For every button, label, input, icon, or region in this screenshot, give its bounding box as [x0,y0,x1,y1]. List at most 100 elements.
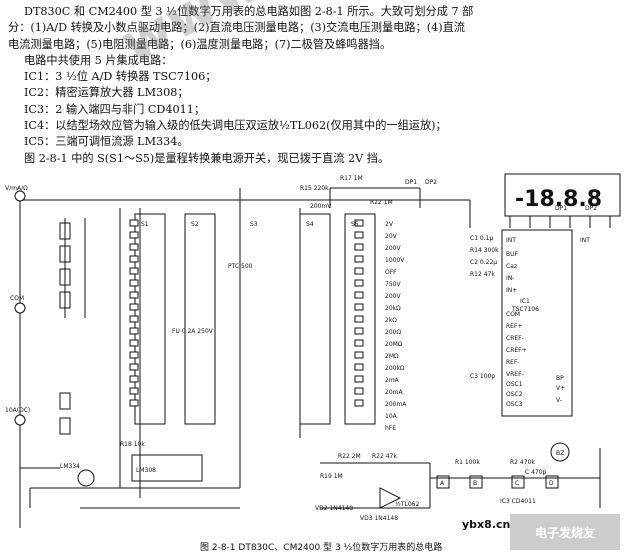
ic1-pin-bp: BP [556,375,564,382]
label-fuse: FU 0.2A 250V [172,328,214,335]
ic3-part: IC3 CD4011 [500,498,536,505]
input-10a-dc: 10A(DC) [5,407,30,414]
range-label-2v: 2V [385,221,394,228]
ic1-name: IC1 [520,298,530,305]
switch-s4-label: S4 [306,221,314,228]
ic1-pin-int: INT [580,237,590,244]
site-logo: 电子发烧友 [510,514,620,550]
label-r22-1m: R22 1M [370,199,393,206]
ic1-pin-ref-minus: REF- [506,359,520,366]
range-label-2ma: 2mA [385,377,400,384]
ic1-pin-ref-plus: REF+ [506,323,522,330]
label-r12: R12 47k [470,271,495,278]
lcd-display [504,173,621,217]
paragraph-1-line-1: DT830C 和 CM2400 型 3 ½位数字万用表的总电路如图 2-8-1 … [24,5,474,18]
circuit-schematic: -18.8.8 DP1 DP2 IC1 TSC7106 LM308 IC3 CD… [5,173,621,528]
label-vd3: VD3 1N4148 [360,515,398,522]
label-r15: R15 220k [300,185,329,192]
ic1-pin-vref-minus: VREF- [506,371,524,378]
ic2-lm308 [131,454,203,482]
ic1-pin-osc1: OSC1 [506,381,523,388]
label-gate-d: D [549,480,554,487]
paragraph-1-line-2: 分：(1)A/D 转换及小数点驱动电路；(2)直流电压测量电路；(3)交流电压测… [8,21,465,35]
ic2-description: IC2：精密运算放大器 LM308； [24,86,189,100]
label-c1: C1 0.1μ [470,235,493,242]
range-label-750v: 750V [385,281,401,288]
range-label-off: OFF [385,269,397,276]
switch-s5-bank [344,213,376,425]
range-label-200v-ac: 200V [385,293,401,300]
range-label-hfe: hFE [385,425,396,432]
label-c-470p: C 470p [525,469,547,476]
ic1-pin-int-label: INT [506,237,516,244]
paragraph-1-line-3: 电流测量电路；(5)电阻测量电路；(6)温度测量电路；(7)二极管及蜂鸣器挡。 [8,37,392,51]
ic1-pin-in-plus: IN+ [506,287,517,294]
label-r19: R19 1M [320,473,343,480]
label-vd2: VD2 1N4148 [315,505,353,512]
label-r2: R2 470k [510,459,535,466]
paragraph-2: 电路中共使用 5 片集成电路： [24,53,173,67]
label-dp2: DP2 [425,179,437,186]
display-dp2-label: DP2 [585,205,597,212]
switch-s2-label: S2 [191,221,199,228]
label-r14: R14 300k [470,247,499,254]
ic1-pin-caz: Caz [506,263,517,270]
ic2-part: LM308 [136,467,156,474]
ic1-pin-in-minus: IN- [506,275,514,282]
range-label-1000v: 1000V [385,257,405,264]
range-label-200v: 200V [385,245,401,252]
range-label-20kohm: 20kΩ [385,305,401,312]
label-r18: R18 10k [120,441,145,448]
range-label-20mohm: 20MΩ [385,341,403,348]
ic1-pin-cref-plus: CREF+ [506,347,527,354]
label-r1: R1 100k [455,459,480,466]
ic1-description: IC1：3 ½位 A/D 转换器 TSC7106； [24,70,217,84]
ic1-tsc7106 [501,229,573,417]
ic5-part: LM334 [60,463,80,470]
ic1-pin-com: COM [506,311,520,318]
site-text: ybx8.cn [462,518,511,531]
range-label-2kohm: 2kΩ [385,317,397,324]
range-label-200mv: 200mV [310,203,332,210]
switch-s1-label: S1 [141,221,149,228]
label-dp1: DP1 [405,179,417,186]
label-r17: R17 1M [340,175,363,182]
label-r22-47k: R22 47k [372,453,397,460]
range-label-200ma: 200mA [385,401,407,408]
display-reading: -18.8.8 [515,187,602,212]
ic4-part: ½TL062 [395,501,419,508]
label-gate-a: A [440,480,445,487]
switch-s4-bank [299,213,331,425]
body-text: DT830C 和 CM2400 型 3 ½位数字万用表的总电路如图 2-8-1 … [8,4,620,167]
range-label-20ma: 20mA [385,389,403,396]
switch-s2-bank [184,213,216,425]
label-gate-c: C [515,480,519,487]
input-vma-ohm: V/mA/Ω [5,185,28,192]
label-bz: BZ [556,450,564,457]
label-gate-b: B [473,480,477,487]
range-label-10a: 10A [385,413,398,420]
ic5-description: IC5：三端可调恒流源 LM334。 [24,135,189,149]
range-label-200ohm: 200Ω [385,329,401,336]
switch-s5-label: S5 [351,221,359,228]
buzzer [550,442,570,462]
ic1-pin-vminus: V- [556,397,562,404]
ic1-pin-vplus: V+ [556,385,565,392]
ic1-pin-osc2: OSC2 [506,391,523,398]
paragraph-3: 图 2-8-1 中的 S(S1～S5)是量程转换兼电源开关，现已拨于直流 2V … [24,151,390,165]
display-dp1-label: DP1 [555,205,567,212]
range-label-200kohm: 200kΩ [385,365,405,372]
range-label-2mohm: 2MΩ [385,353,399,360]
range-label-20v: 20V [385,233,398,240]
label-c2: C2 0.22μ [470,259,497,266]
ic1-pin-cref-minus: CREF- [506,335,524,342]
label-ptc: PTC 500 [228,263,253,270]
ic1-part: TSC7106 [511,306,539,313]
figure-caption: 图 2-8-1 DT830C、CM2400 型 3 ½位数字万用表的总电路 [200,543,443,553]
ic3-description: IC3：2 输入端四与非门 CD4011； [24,102,206,116]
ic4-description: IC4：以结型场效应管为输入级的低失调电压双运放½TL062(仅用其中的一组运放… [24,119,447,133]
ic1-pin-osc3: OSC3 [506,401,523,408]
label-c3: C3 100p [470,373,495,380]
switch-s3-label: S3 [250,221,258,228]
ic1-pin-buf: BUF [506,251,519,258]
